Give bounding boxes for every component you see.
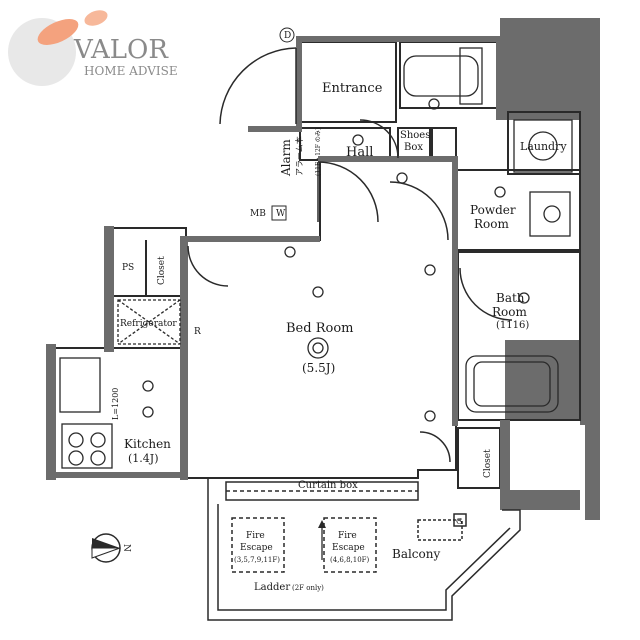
refrigerator-space: [117, 299, 181, 345]
kitchen-size: (1.4J): [128, 452, 159, 465]
d-label: D: [284, 31, 291, 41]
alarm-note: (11F・12F のみ): [315, 128, 322, 176]
kitchen-sink: [59, 357, 101, 413]
logo-orange-leaf-small: [84, 10, 108, 26]
toilet-tank: [459, 47, 483, 105]
fire-escape-1-floors: (3,5,7,9,11F): [234, 556, 280, 564]
g-label: G: [456, 517, 462, 526]
bath-room-label-2: Room: [492, 305, 527, 319]
wall-masses: [498, 18, 600, 520]
closet-left-label: Closet: [157, 256, 167, 285]
fire-escape-2-floors: (4,6,8,10F): [330, 556, 370, 564]
bed-room-label: Bed Room: [286, 321, 353, 336]
d-marker: [279, 27, 295, 43]
curtain-box-label: Curtain box: [298, 480, 358, 491]
laundry-label: Laundry: [520, 140, 567, 153]
bath-room-size: (1116): [496, 320, 529, 331]
balcony-label: Balcony: [392, 547, 440, 561]
powder-room-label-2: Room: [474, 217, 509, 231]
fire-escape-arrow-icon: [318, 520, 326, 528]
bed-room-size: (5.5J): [302, 361, 335, 375]
ladder-label: Ladder: [254, 582, 290, 593]
entrance-door-arc: [219, 47, 297, 125]
mb-label: MB: [250, 209, 266, 219]
fixtures: [59, 47, 573, 469]
closet-right-label: Closet: [483, 449, 493, 478]
washer-fixture: [513, 119, 573, 173]
brand-tagline: HOME ADVISE: [84, 64, 178, 78]
right-exterior-wall: [500, 18, 600, 520]
shoes-box-label-1: Shoes: [400, 130, 430, 141]
fire-escape-2-line1: Fire: [338, 531, 357, 541]
north-compass-icon: N: [91, 533, 131, 563]
kitchen-length: L=1200: [111, 388, 120, 420]
fire-escape-1-line1: Fire: [246, 531, 265, 541]
r-label: R: [194, 327, 201, 337]
north-label: N: [121, 544, 131, 552]
bath-room-label-1: Bath: [496, 291, 525, 305]
shoes-box-label-2: Box: [404, 142, 423, 153]
cooktop: [61, 423, 113, 469]
hall-label: Hall: [346, 145, 373, 160]
ceiling-light-icon: [307, 337, 329, 359]
sink-fixture: [529, 191, 571, 237]
w-box: [271, 205, 287, 221]
bathtub-fixture: [465, 355, 559, 413]
fire-escape-hatch-2: [323, 517, 377, 573]
curtain-box: [225, 481, 419, 501]
doors: [187, 47, 513, 463]
valor-logo: VALOR HOME ADVISE: [8, 10, 178, 86]
fire-escape-1-line2: Escape: [240, 543, 273, 553]
ladder-note: (2F only): [292, 584, 324, 592]
brand-name: VALOR: [73, 35, 169, 65]
refrigerator-label: Refrigerator: [120, 319, 177, 329]
alarm-jp-label: アラーム本: [294, 136, 304, 176]
toilet-fixture: [403, 55, 479, 97]
logo-orange-leaf: [37, 19, 79, 45]
alarm-label: Alarm: [279, 139, 293, 177]
room-labels: Entrance Hall Shoes Box Laundry Powder R…: [111, 31, 567, 593]
ps-label: PS: [122, 263, 134, 273]
fire-escape-2-line2: Escape: [332, 543, 365, 553]
powder-room-label-1: Powder: [470, 203, 516, 217]
w-label: W: [276, 209, 286, 219]
balcony-outline: [207, 478, 521, 621]
fire-escape-hatch-1: [231, 517, 285, 573]
entrance-label: Entrance: [322, 81, 383, 96]
inner-walls: [46, 36, 580, 510]
kitchen-label: Kitchen: [124, 437, 171, 451]
